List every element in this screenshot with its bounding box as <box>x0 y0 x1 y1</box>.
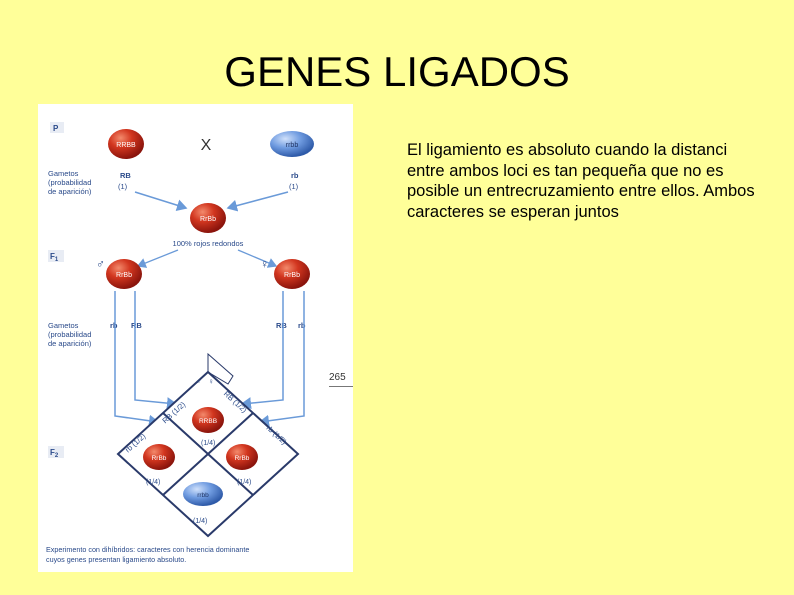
slide-title: GENES LIGADOS <box>224 48 570 95</box>
cell-left-genotype: RrBb <box>152 455 167 462</box>
f1-gamete-male-a: rb <box>110 321 118 330</box>
gametes-label-p-line-2: (probabilidad <box>48 178 91 187</box>
slide-body-text: El ligamiento es absoluto cuando la dist… <box>407 141 755 221</box>
p-gamete-1-prob: (1) <box>118 182 128 191</box>
section-f2-label: F2 <box>50 448 59 459</box>
p-gamete-2-prob: (1) <box>289 182 299 191</box>
figure-caption-line-1: Experimento con dihíbridos: caracteres c… <box>46 545 249 554</box>
gametes-label-p-line-3: de aparición) <box>48 187 92 196</box>
arrow-female-rb-to-grid <box>258 291 305 427</box>
f1-offspring-red-ball <box>190 203 226 233</box>
cell-top-genotype: RRBB <box>199 418 217 425</box>
f1-parent-male-red-ball <box>106 259 142 289</box>
arrow-male-RB-to-grid <box>134 291 178 410</box>
gametes-label-f1-line-1: Gametos <box>48 321 79 330</box>
punnett-female-symbol: ♀ <box>208 377 214 386</box>
f1-parent-female-red-ball <box>274 259 310 289</box>
cell-right-red-ball <box>226 444 258 470</box>
arrow-f1-to-male <box>136 249 179 268</box>
f1-gamete-male-b: RB <box>131 321 142 330</box>
genetics-cross-figure: P F1 F2 RRBB X rrbb Gametos (probabilida… <box>38 104 353 572</box>
cell-top-prob: (1/4) <box>201 440 215 447</box>
arrow-f1-to-female <box>237 249 278 268</box>
parent-1-genotype: RRBB <box>116 142 136 149</box>
parent-rrbb-blue-ball <box>270 131 314 157</box>
section-tab-p <box>50 122 64 133</box>
f1-gamete-female-b: rb <box>298 321 306 330</box>
gametes-label-p-line-1: Gametos <box>48 169 79 178</box>
page-number-rule <box>329 386 353 387</box>
section-tab-f1 <box>48 250 64 262</box>
p-gamete-1: RB <box>120 171 131 180</box>
cell-bottom-genotype: rrbb <box>197 492 209 499</box>
f1-gamete-female-a: RB <box>276 321 287 330</box>
section-f1-label: F1 <box>50 252 59 263</box>
arrow-p2-to-f1 <box>226 191 289 212</box>
p-gamete-2: rb <box>291 171 299 180</box>
cell-right-prob: (1/4) <box>237 479 251 486</box>
cell-right-genotype: RrBb <box>235 455 250 462</box>
cross-diagram: P F1 F2 RRBB X rrbb Gametos (probabilida… <box>46 122 314 564</box>
arrow-p1-to-f1 <box>134 191 188 212</box>
gametes-label-f1-line-2: (probabilidad <box>48 330 91 339</box>
f1-parent-2-genotype: RrBb <box>284 272 300 279</box>
cell-top-red-ball <box>192 407 224 433</box>
cell-left-prob: (1/4) <box>146 479 160 486</box>
cell-bottom-prob: (1/4) <box>193 518 207 525</box>
cell-bottom-blue-ball <box>183 482 223 506</box>
parent-rrbb-red-ball <box>108 129 144 159</box>
punnett-male-symbol: ♂ <box>196 377 202 386</box>
arrow-female-RB-to-grid <box>240 291 284 410</box>
cell-left-red-ball <box>143 444 175 470</box>
arrow-male-rb-to-grid <box>114 291 160 427</box>
female-symbol-icon: ♀ <box>260 257 269 271</box>
section-tab-f2 <box>48 446 64 458</box>
f1-offspring-genotype: RrBb <box>200 216 216 223</box>
f1-parent-1-genotype: RrBb <box>116 272 132 279</box>
figure-caption-line-2: cuyos genes presentan ligamiento absolut… <box>46 555 186 564</box>
cross-symbol: X <box>201 137 212 154</box>
page-number: 265 <box>329 372 346 383</box>
parent-2-genotype: rrbb <box>286 142 299 149</box>
gametes-label-f1-line-3: de aparición) <box>48 339 92 348</box>
f1-caption: 100% rojos redondos <box>173 239 244 248</box>
section-p-label: P <box>53 124 59 133</box>
male-symbol-icon: ♂ <box>96 257 105 271</box>
punnett-square <box>116 352 300 538</box>
